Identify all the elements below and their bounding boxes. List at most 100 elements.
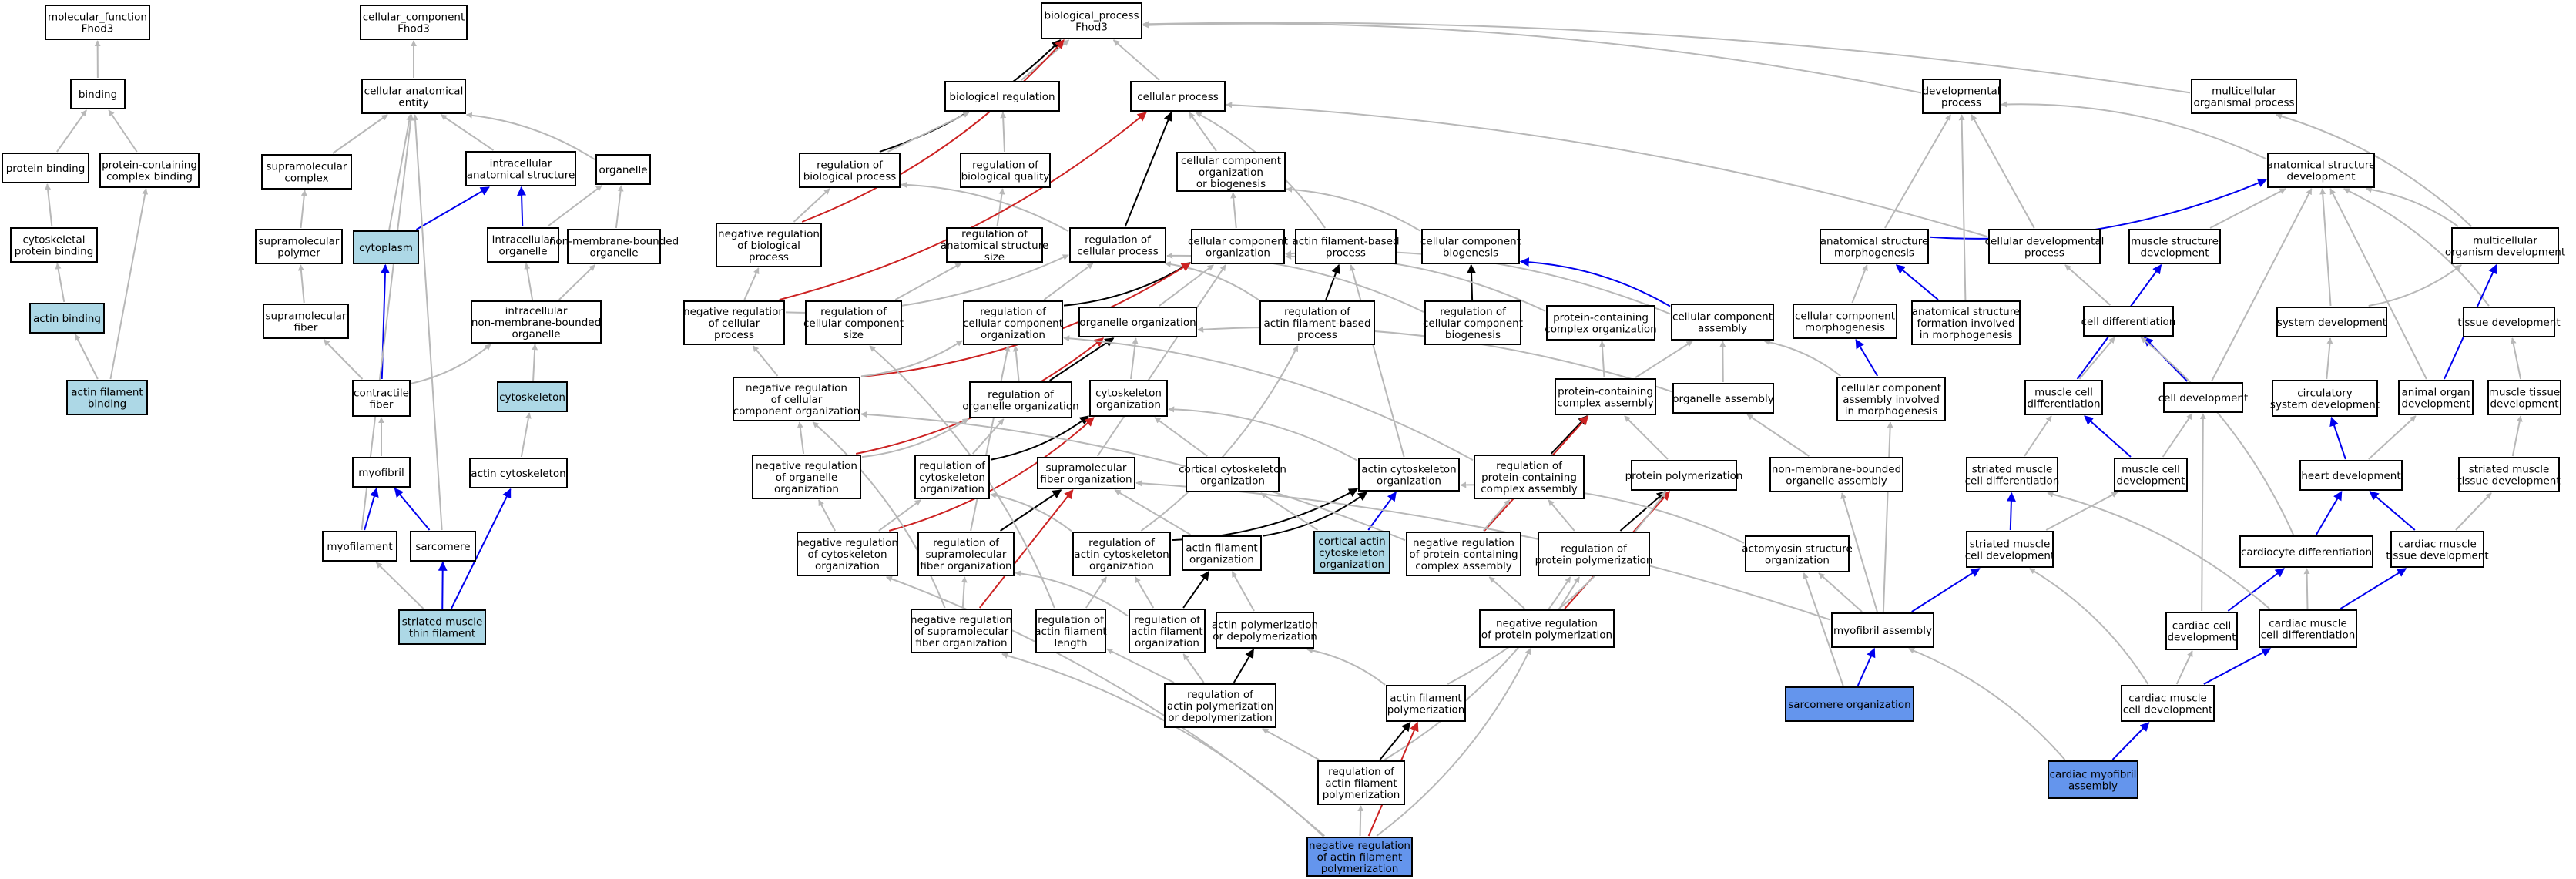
node-cellproc[interactable]: cellular process bbox=[1130, 81, 1226, 112]
node-cytoskeleton[interactable]: cytoskeleton bbox=[497, 381, 568, 412]
node-heartdev[interactable]: heart development bbox=[2299, 460, 2403, 491]
node-protpoly[interactable]: protein polymerization bbox=[1625, 460, 1743, 491]
node-icnmbo[interactable]: intracellularnon-membrane-boundedorganel… bbox=[471, 300, 602, 344]
node-cytoplasm[interactable]: cytoplasm bbox=[353, 230, 419, 264]
node-binding[interactable]: binding bbox=[70, 79, 126, 109]
node-myofa[interactable]: myofibril assembly bbox=[1831, 612, 1934, 648]
node-cmdiff[interactable]: cardiocyte differentiation bbox=[2239, 535, 2373, 568]
node-protbind[interactable]: protein binding bbox=[2, 153, 89, 183]
node-actinbind[interactable]: actin binding bbox=[29, 303, 105, 334]
node-celldiff[interactable]: cell differentiation bbox=[2081, 306, 2176, 337]
node-celldev[interactable]: cell development bbox=[2158, 382, 2249, 413]
node-organelle[interactable]: organelle bbox=[595, 154, 651, 185]
node-myofibril[interactable]: myofibril bbox=[352, 457, 411, 488]
node-sarcomere[interactable]: sarcomere bbox=[410, 531, 476, 562]
node-myofilament[interactable]: myofilament bbox=[322, 531, 397, 562]
node-tissdev[interactable]: tissue development bbox=[2457, 307, 2561, 337]
node-sarcorg[interactable]: sarcomere organization bbox=[1785, 686, 1914, 722]
node-actincsk[interactable]: actin cytoskeleton bbox=[469, 458, 568, 488]
node-orgorg[interactable]: organelle organization bbox=[1078, 307, 1197, 337]
